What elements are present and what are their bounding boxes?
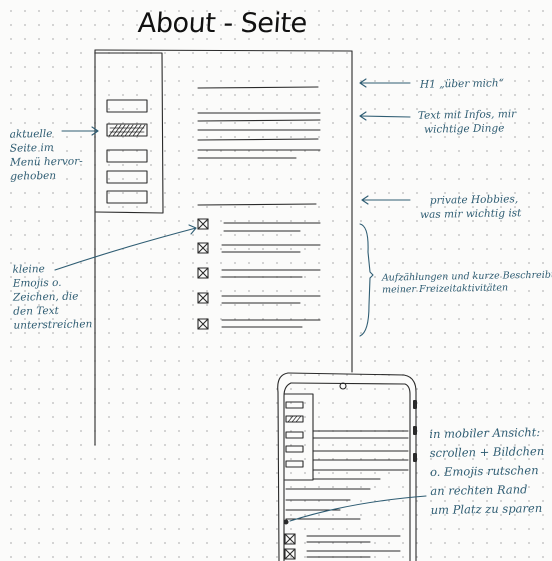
h1-annotation: H1 „über mich“ — [419, 77, 505, 91]
hobbies-line — [197, 203, 317, 206]
desktop-frame — [94, 49, 353, 446]
menu-item-3 — [106, 149, 148, 163]
page-title: About - Seite — [136, 8, 308, 39]
active-page-annotation: aktuelle Seite im Menü hervor- gehoben — [9, 127, 83, 183]
sidebar-menu — [95, 52, 164, 214]
mobile-annotation: in mobiler Ansicht: scrollen + Bildchen … — [429, 425, 545, 517]
hobbies-annotation: private Hobbies, was mir wichtig ist — [420, 193, 522, 221]
menu-item-4 — [106, 170, 148, 184]
text-block-lines — [197, 112, 321, 159]
text-annotation: Text mit Infos, mir wichtige Dinge — [417, 108, 517, 136]
emoji-annotation: kleine Emojis o. Zeichen, die den Text u… — [12, 263, 93, 332]
menu-item-active — [106, 123, 148, 137]
hobby-list — [197, 218, 321, 330]
list-annotation: Aufzählungen und kurze Beschreibung mein… — [381, 269, 552, 296]
menu-item-1 — [106, 99, 148, 113]
menu-item-5 — [106, 190, 148, 204]
menu-item-active-hatch — [108, 124, 146, 137]
mobile-device — [277, 372, 417, 561]
h1-line — [197, 86, 319, 89]
annotation-arrows — [54, 78, 427, 522]
